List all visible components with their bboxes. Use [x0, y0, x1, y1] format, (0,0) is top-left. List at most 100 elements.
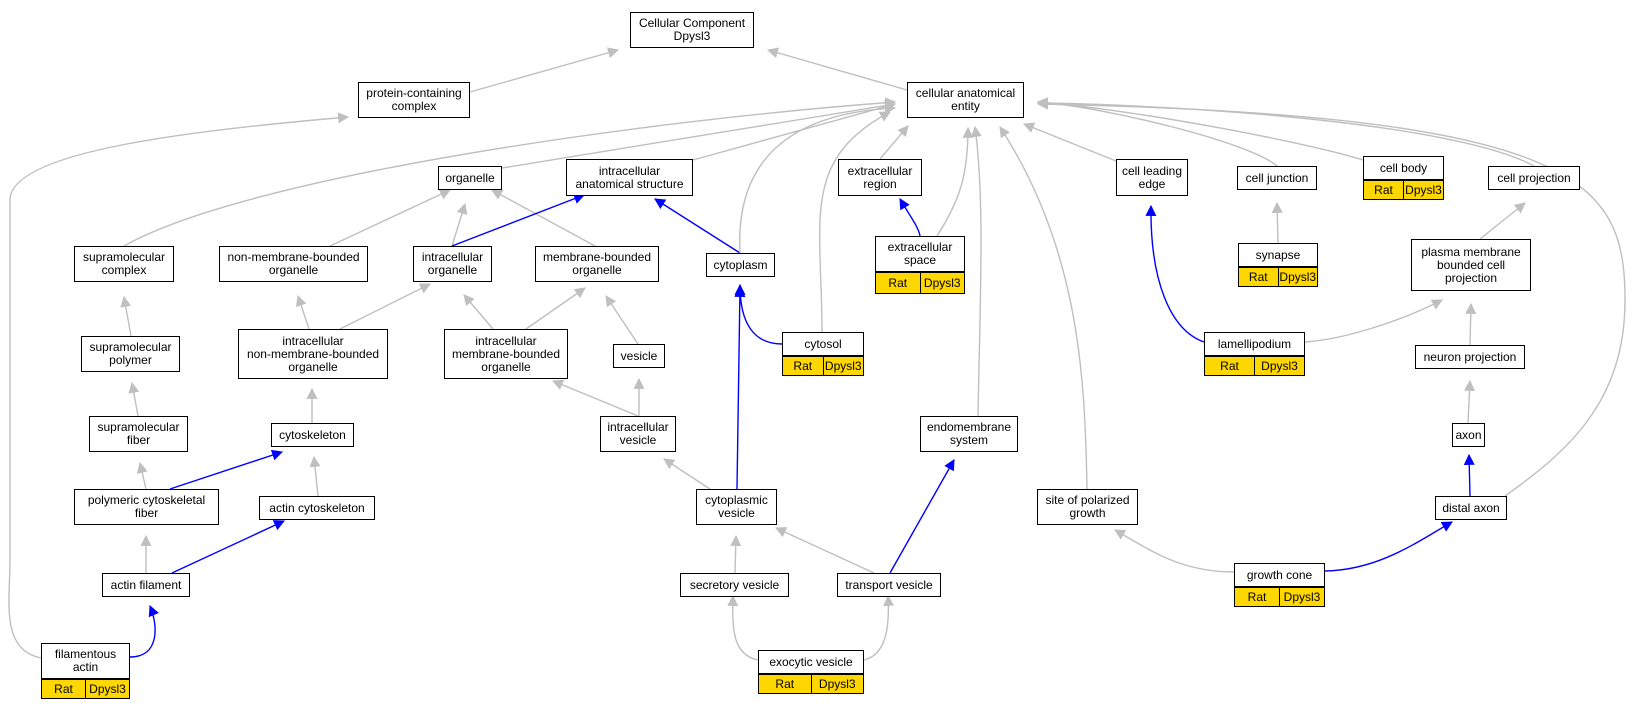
gene-label: Dpysl3 — [1279, 588, 1324, 606]
term-actin-filament[interactable]: actin filament — [102, 573, 190, 597]
term-root[interactable]: Cellular Component Dpysl3 — [630, 12, 754, 48]
edge-synapse-to-junction — [1271, 201, 1283, 244]
edge-distal-axon-to-axon — [1463, 453, 1475, 497]
term-cae[interactable]: cellular anatomical entity — [907, 82, 1024, 118]
term-secretory-vesicle[interactable]: secretory vesicle — [680, 573, 789, 597]
edge-imbo-to-io — [463, 294, 494, 330]
species-label: Rat — [1374, 183, 1393, 197]
term-synapse[interactable]: synapse — [1238, 243, 1318, 267]
edge-cytoplasm-to-ias — [654, 198, 741, 254]
edge-filamentous-actin-to-protein-complex — [8, 112, 350, 659]
term-spg[interactable]: site of polarized growth — [1037, 489, 1138, 525]
species-label: Rat — [1248, 270, 1268, 284]
edge-cv-to-iv — [663, 458, 711, 490]
term-smf[interactable]: supramolecular fiber — [89, 416, 188, 452]
gene-label: Dpysl3 — [85, 680, 129, 698]
term-pmbcp[interactable]: plasma membrane bounded cell projection — [1411, 239, 1531, 291]
edge-lamellipodium-to-leading-edge — [1145, 204, 1205, 343]
edge-spg-to-cae — [999, 126, 1088, 490]
edge-pcf-to-smf — [136, 461, 148, 490]
term-cytoskeleton[interactable]: cytoskeleton — [271, 423, 354, 447]
term-leading-edge[interactable]: cell leading edge — [1116, 159, 1188, 196]
edge-neuron-projection-to-pmbcp — [1465, 302, 1477, 346]
edge-smc-to-cae — [123, 97, 897, 247]
term-iv[interactable]: intracellular vesicle — [600, 416, 676, 452]
edge-cytosol-to-cytoplasm — [734, 283, 783, 345]
gene-label: Dpysl3 — [919, 273, 965, 293]
edge-exocytic-vesicle-to-secretory-vesicle — [727, 594, 759, 661]
edge-axon-to-neuron-projection — [1464, 379, 1476, 424]
edge-growth-cone-to-distal-axon — [1324, 521, 1453, 572]
term-protein-complex[interactable]: protein-containing complex — [358, 82, 470, 118]
term-distal-axon[interactable]: distal axon — [1435, 496, 1507, 520]
term-cell-body[interactable]: cell body — [1363, 156, 1444, 180]
gene-label: Dpysl3 — [1403, 181, 1443, 199]
term-transport-vesicle[interactable]: transport vesicle — [837, 573, 941, 597]
edge-cell-body-to-cae — [1036, 97, 1364, 161]
edge-organelle-to-cae — [501, 100, 897, 169]
term-cell-projection[interactable]: cell projection — [1488, 166, 1580, 190]
edge-filamentous-actin-to-actin-filament — [129, 604, 159, 658]
term-axon[interactable]: axon — [1452, 423, 1485, 447]
annotation-badge-cell-body: Rat Dpysl3 — [1363, 180, 1444, 200]
term-inmbo[interactable]: intracellular non-membrane-bounded organ… — [238, 329, 388, 379]
term-ecr[interactable]: extracellular region — [838, 159, 922, 196]
edge-imbo-to-mbo — [525, 287, 586, 330]
term-cytosol[interactable]: cytosol — [782, 332, 864, 356]
species-label: Rat — [793, 359, 813, 373]
term-cytoplasm[interactable]: cytoplasm — [706, 253, 775, 277]
term-lamellipodium[interactable]: lamellipodium — [1204, 332, 1305, 356]
edge-ecs-to-ecr — [899, 198, 921, 237]
term-cv[interactable]: cytoplasmic vesicle — [696, 489, 777, 525]
edge-io-to-organelle — [451, 202, 468, 247]
edge-ecs-to-cae — [936, 126, 974, 237]
edge-cytoplasm-to-cae — [739, 102, 897, 254]
edge-lamellipodium-to-pmbcp — [1304, 299, 1443, 343]
edge-inmbo-to-io — [339, 283, 431, 330]
term-junction[interactable]: cell junction — [1237, 166, 1317, 190]
edge-cae-to-root — [766, 47, 908, 91]
term-imbo[interactable]: intracellular membrane-bounded organelle — [444, 329, 568, 379]
gene-label: Dpysl3 — [822, 357, 864, 375]
term-growth-cone[interactable]: growth cone — [1234, 563, 1325, 587]
term-mbo[interactable]: membrane-bounded organelle — [535, 246, 659, 282]
edge-growth-cone-to-spg — [1114, 529, 1235, 573]
edge-iv-to-imbo — [551, 379, 639, 417]
term-actin-cytoskeleton[interactable]: actin cytoskeleton — [259, 496, 375, 520]
edge-cell-projection-to-cae — [1036, 97, 1535, 167]
edge-pcf-to-cytoskeleton — [169, 449, 284, 490]
edge-cytosol-to-cae — [818, 111, 891, 333]
edge-transport-vesicle-to-endomembrane — [889, 459, 955, 574]
edge-exocytic-vesicle-to-transport-vesicle — [863, 594, 895, 661]
edge-inmbo-to-nmbo — [295, 294, 310, 330]
edge-distal-axon-to-cae — [1036, 98, 1626, 497]
edge-smp-to-smc — [120, 295, 132, 337]
edge-actin-cytoskeleton-to-cytoskeleton — [309, 455, 321, 497]
term-exocytic-vesicle[interactable]: exocytic vesicle — [758, 650, 864, 674]
term-filamentous-actin[interactable]: filamentous actin — [41, 643, 130, 679]
term-nmbo[interactable]: non-membrane-bounded organelle — [219, 246, 368, 282]
edge-io-to-ias — [451, 193, 586, 247]
term-endomembrane[interactable]: endomembrane system — [920, 416, 1018, 452]
edge-smf-to-smp — [128, 381, 140, 417]
annotation-badge-synapse: Rat Dpysl3 — [1238, 267, 1318, 287]
term-ias[interactable]: intracellular anatomical structure — [566, 159, 693, 196]
term-organelle[interactable]: organelle — [438, 166, 502, 190]
edge-nmbo-to-organelle — [329, 189, 451, 247]
term-smp[interactable]: supramolecular polymer — [81, 336, 180, 372]
edge-pmbcp-to-cell-projection — [1479, 202, 1526, 240]
edge-secretory-vesicle-to-cv — [730, 534, 742, 574]
term-io[interactable]: intracellular organelle — [413, 246, 492, 282]
term-ecs[interactable]: extracellular space — [875, 236, 965, 272]
term-vesicle[interactable]: vesicle — [613, 344, 665, 368]
term-neuron-projection[interactable]: neuron projection — [1415, 345, 1525, 369]
term-pcf[interactable]: polymeric cytoskeletal fiber — [74, 489, 219, 525]
term-smc[interactable]: supramolecular complex — [74, 246, 174, 282]
gene-label: Dpysl3 — [1277, 268, 1317, 286]
edge-protein-complex-to-root — [469, 47, 620, 93]
